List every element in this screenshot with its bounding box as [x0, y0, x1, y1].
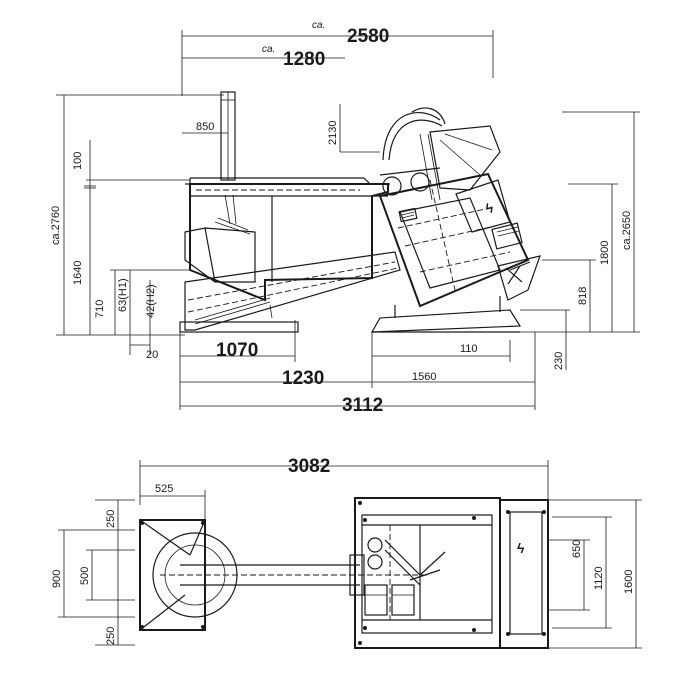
- dim-1230-label: 1230: [282, 368, 324, 389]
- dim-1800-label: 1800: [599, 241, 611, 265]
- dim-2580-prefix: ca.: [312, 20, 325, 31]
- dim-1560-label: 1560: [412, 371, 436, 383]
- dim-525-label: 525: [155, 483, 173, 495]
- left-vertical-dimensions: ca.2760 100 1640 710 63(H1) 42(H2) 20: [50, 94, 224, 361]
- dim-250-bottom-label: 250: [105, 627, 117, 645]
- dimension-850: 850: [182, 121, 228, 134]
- dim-1280-prefix: ca.: [262, 44, 275, 55]
- dim-100-label: 100: [72, 152, 84, 170]
- dimension-2130: 2130: [327, 104, 380, 153]
- dimension-2580: ca. 2580: [181, 20, 494, 78]
- dim-250-top-label: 250: [105, 510, 117, 528]
- dim-818-label: 818: [577, 287, 589, 305]
- dim-1600-label: 1600: [623, 570, 635, 594]
- plan-view: 3082 525 900 500 250 250: [51, 456, 642, 649]
- dimension-525: 525: [140, 483, 206, 520]
- dim-1070-label: 1070: [216, 340, 258, 361]
- lightning-symbol-plan: ϟ: [517, 540, 525, 556]
- plan-left-dimensions: 900 500 250 250: [51, 499, 135, 646]
- plan-machine-body: [354, 497, 501, 649]
- dim-900-label: 900: [51, 570, 63, 588]
- plan-cabinet: ϟ: [499, 499, 549, 649]
- dim-20-label: 20: [146, 349, 158, 361]
- dim-710-label: 710: [94, 300, 106, 318]
- machine-housing: ϟ: [378, 172, 541, 308]
- side-view: ca. 2580 ca. 1280 850 2130: [50, 20, 640, 416]
- dim-3082-label: 3082: [288, 456, 330, 477]
- plan-hopper: [139, 519, 430, 631]
- roller-assembly: [379, 107, 501, 201]
- lightning-symbol-side: ϟ: [484, 199, 496, 216]
- exhaust-stack: [220, 91, 236, 181]
- dim-2650-label: ca.2650: [621, 211, 633, 250]
- dim-1280-label: 1280: [283, 49, 325, 70]
- dim-h2-label: 42(H2): [145, 284, 157, 318]
- right-vertical-dimensions: ca.2650 1800 818 230: [520, 111, 640, 370]
- dim-1120-label: 1120: [593, 566, 605, 590]
- dim-2580-label: 2580: [347, 26, 389, 47]
- dim-850-label: 850: [196, 121, 214, 133]
- dim-650-label: 650: [571, 540, 583, 558]
- dim-1640-label: 1640: [72, 261, 84, 285]
- conveyor-chute: [179, 251, 401, 333]
- dimension-3082: 3082: [139, 456, 549, 505]
- dim-230-label: 230: [553, 352, 565, 370]
- dim-3112-label: 3112: [342, 395, 383, 416]
- plan-right-dimensions: 650 1120 1600: [548, 499, 642, 649]
- dimension-1280: ca. 1280: [181, 44, 345, 96]
- dim-500-label: 500: [79, 567, 91, 585]
- bottom-horizontal-dimensions: 1070 110 1230 1560 3112: [179, 320, 536, 416]
- dim-110-label: 110: [460, 343, 478, 355]
- dim-2760-label: ca.2760: [50, 206, 62, 245]
- dim-2130-label: 2130: [327, 121, 339, 145]
- base-frame: [370, 296, 522, 333]
- dim-h1-label: 63(H1): [117, 278, 129, 312]
- hopper-body: [184, 177, 390, 302]
